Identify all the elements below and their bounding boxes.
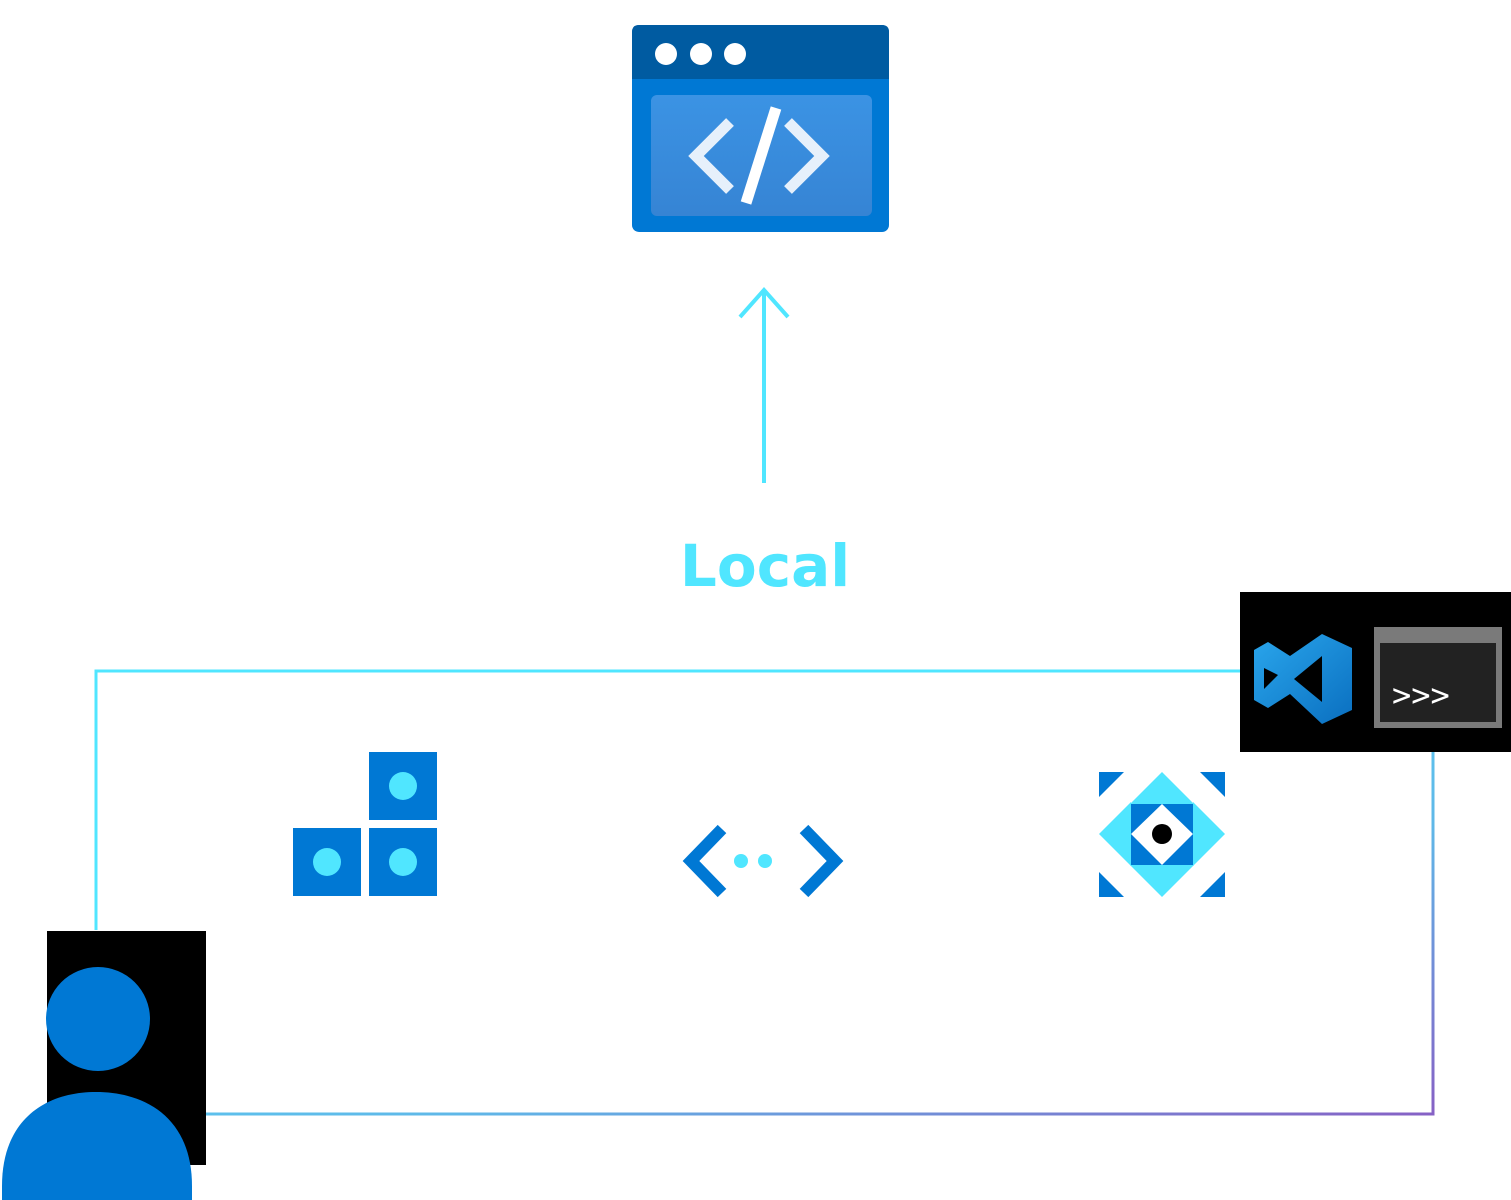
terminal-prompt: >>>: [1392, 676, 1450, 714]
tools-panel: >>>: [1240, 592, 1511, 752]
local-boundary: [94, 669, 1435, 1116]
up-arrow-icon: [738, 286, 790, 483]
user-icon: [2, 931, 206, 1200]
terminal-icon: >>>: [1374, 627, 1502, 728]
environment-label: Local: [679, 532, 851, 600]
diamond-tile-icon: [1099, 772, 1225, 897]
container-blocks-icon: [293, 752, 437, 896]
web-app-code-icon: [632, 25, 889, 232]
code-endpoint-icon: [682, 824, 844, 898]
vscode-icon: [1254, 634, 1352, 724]
